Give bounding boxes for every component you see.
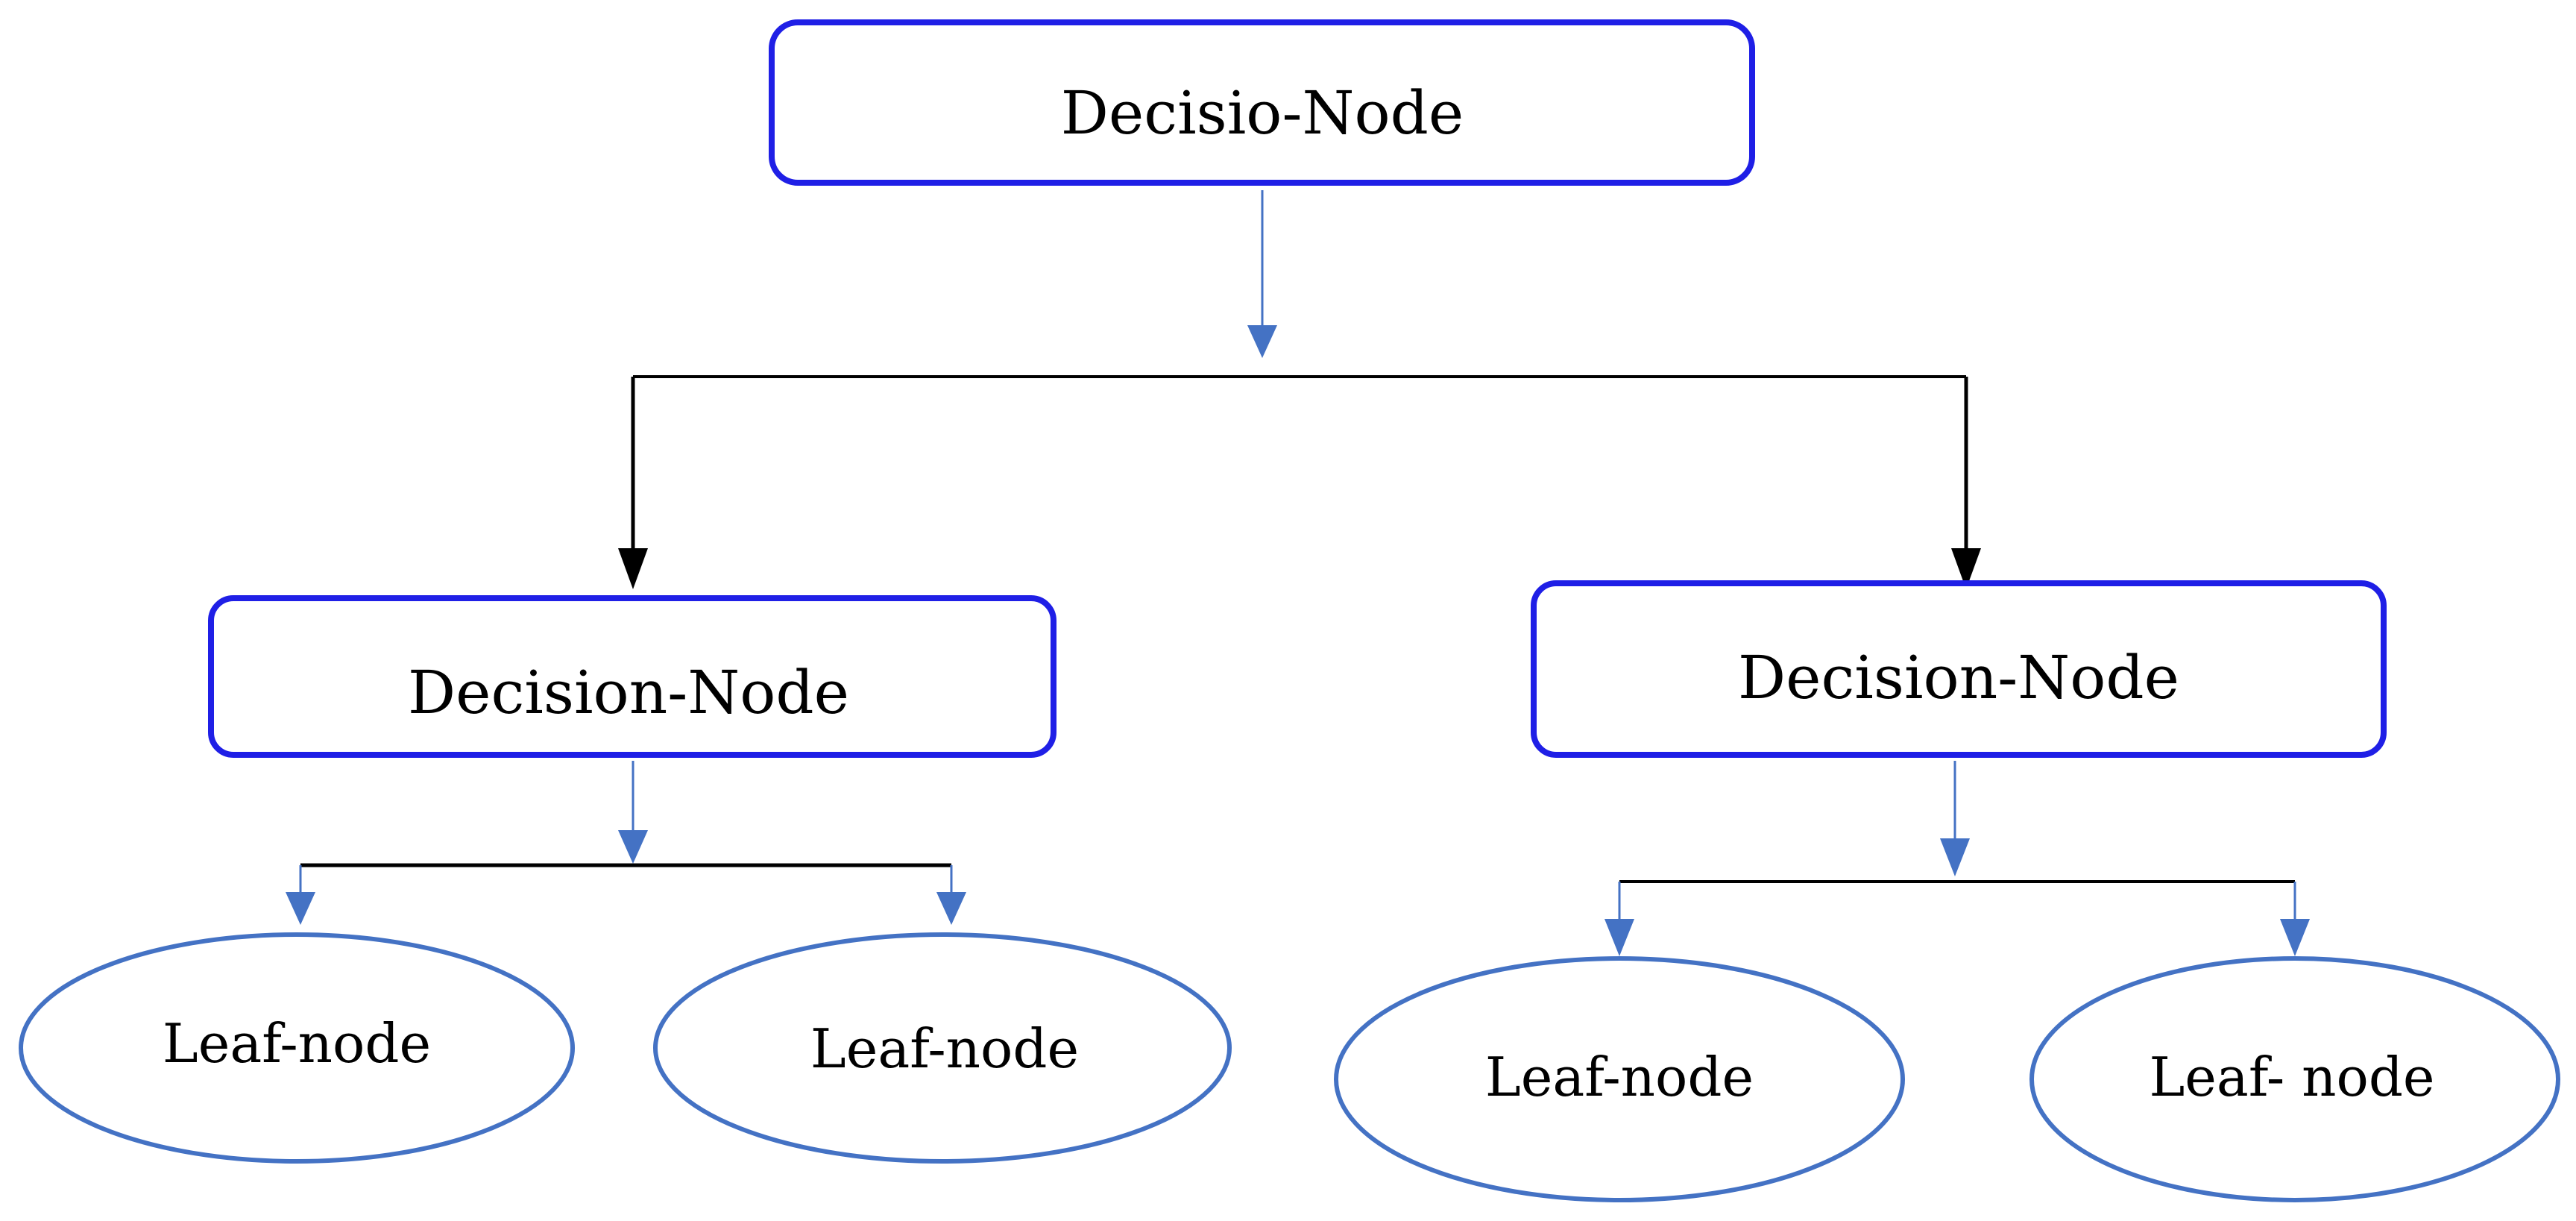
leaf-node-3: Leaf-node [1334, 956, 1905, 1202]
leaf-node-4-label: Leaf- node [2149, 1046, 2434, 1108]
leaf-node-2-label: Leaf-node [810, 1017, 1079, 1080]
root-node-label: Decisio-Node [1061, 78, 1464, 148]
leaf-node-1: Leaf-node [19, 932, 575, 1164]
right-decision-node: Decision-Node [1531, 580, 2387, 758]
leaf-node-3-label: Leaf-node [1485, 1046, 1754, 1108]
root-connector [618, 190, 1981, 589]
left-decision-node-label: Decision-Node [408, 658, 849, 727]
right-decision-node-label: Decision-Node [1738, 643, 2179, 712]
root-decision-node: Decisio-Node [769, 19, 1755, 186]
leaf-node-2: Leaf-node [653, 932, 1232, 1164]
left-decision-node: Decision-Node [208, 595, 1056, 758]
left-decision-connector [286, 761, 966, 925]
leaf-node-4: Leaf- node [2029, 956, 2560, 1202]
right-decision-connector [1605, 761, 2310, 956]
leaf-node-1-label: Leaf-node [163, 1012, 431, 1075]
